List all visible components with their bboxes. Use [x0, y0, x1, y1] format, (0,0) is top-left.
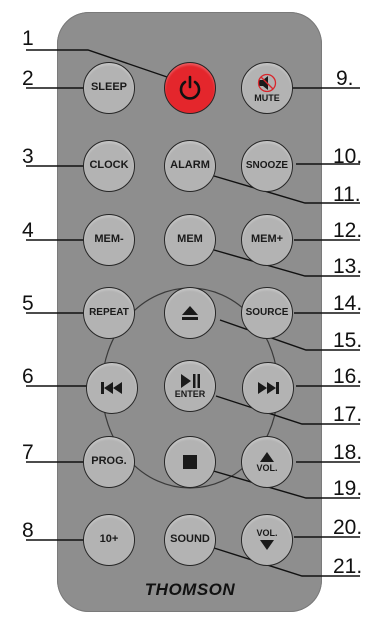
ten-plus-button[interactable]: 10+ — [83, 514, 135, 566]
callout-16: 16. — [333, 365, 363, 388]
mute-label: MUTE — [254, 92, 280, 103]
mem-minus-label: MEM- — [94, 233, 124, 246]
enter-label: ENTER — [174, 388, 206, 399]
mem-plus-label: MEM+ — [250, 233, 284, 246]
prog-label: PROG. — [91, 455, 127, 468]
triangle-down-icon — [260, 540, 274, 551]
vol-down-label: VOL. — [256, 527, 278, 538]
callout-17: 17. — [333, 403, 363, 426]
clock-button[interactable]: CLOCK — [83, 140, 135, 192]
sleep-label: SLEEP — [90, 81, 128, 94]
eject-icon — [182, 306, 198, 320]
previous-button[interactable] — [86, 362, 138, 414]
power-button[interactable] — [164, 62, 216, 114]
callout-1: 1 — [22, 27, 34, 50]
callout-20: 20. — [333, 516, 363, 539]
brand-logo: THOMSON — [144, 580, 236, 599]
vol-up-label: VOL. — [256, 462, 278, 473]
skip-next-icon — [258, 382, 279, 394]
callout-15: 15. — [333, 329, 363, 352]
mem-plus-button[interactable]: MEM+ — [241, 214, 293, 266]
callout-21: 21. — [333, 555, 363, 578]
repeat-button[interactable]: REPEAT — [83, 287, 135, 339]
repeat-label: REPEAT — [89, 306, 129, 318]
alarm-button[interactable]: ALARM — [164, 140, 216, 192]
callout-18: 18. — [333, 441, 363, 464]
sleep-button[interactable]: SLEEP — [83, 62, 135, 114]
snooze-button[interactable]: SNOOZE — [241, 140, 293, 192]
callout-14: 14. — [333, 292, 363, 315]
skip-previous-icon — [101, 382, 122, 394]
callout-19: 19. — [333, 477, 363, 500]
callout-8: 8 — [22, 519, 34, 542]
mem-button[interactable]: MEM — [164, 214, 216, 266]
clock-label: CLOCK — [89, 159, 129, 172]
stop-icon — [183, 455, 197, 469]
play-pause-icon — [181, 373, 200, 388]
volume-up-button[interactable]: VOL. — [241, 436, 293, 488]
sound-label: SOUND — [170, 533, 210, 546]
callout-3: 3 — [22, 145, 34, 168]
callout-4: 4 — [22, 219, 34, 242]
mem-minus-button[interactable]: MEM- — [83, 214, 135, 266]
source-label: SOURCE — [245, 306, 289, 318]
callout-2: 2 — [22, 67, 34, 90]
callout-6: 6 — [22, 365, 34, 388]
callout-13: 13. — [333, 255, 363, 278]
ten-plus-label: 10+ — [99, 533, 119, 546]
prog-button[interactable]: PROG. — [83, 436, 135, 488]
volume-down-button[interactable]: VOL. — [241, 514, 293, 566]
mute-button[interactable]: MUTE — [241, 62, 293, 114]
callout-11: 11. — [333, 183, 361, 206]
triangle-up-icon — [260, 451, 274, 462]
power-icon — [179, 75, 201, 100]
callout-10: 10. — [333, 145, 363, 168]
play-pause-enter-button[interactable]: ENTER — [164, 360, 216, 412]
eject-button[interactable] — [164, 287, 216, 339]
callout-7: 7 — [22, 441, 34, 464]
snooze-label: SNOOZE — [245, 159, 289, 171]
callout-12: 12. — [333, 219, 363, 242]
stop-button[interactable] — [164, 436, 216, 488]
sound-button[interactable]: SOUND — [164, 514, 216, 566]
callout-9: 9. — [336, 67, 354, 90]
alarm-label: ALARM — [170, 159, 210, 172]
mem-label: MEM — [177, 233, 203, 246]
source-button[interactable]: SOURCE — [241, 287, 293, 339]
speaker-muted-icon — [257, 73, 277, 92]
next-button[interactable] — [242, 362, 294, 414]
callout-5: 5 — [22, 292, 34, 315]
